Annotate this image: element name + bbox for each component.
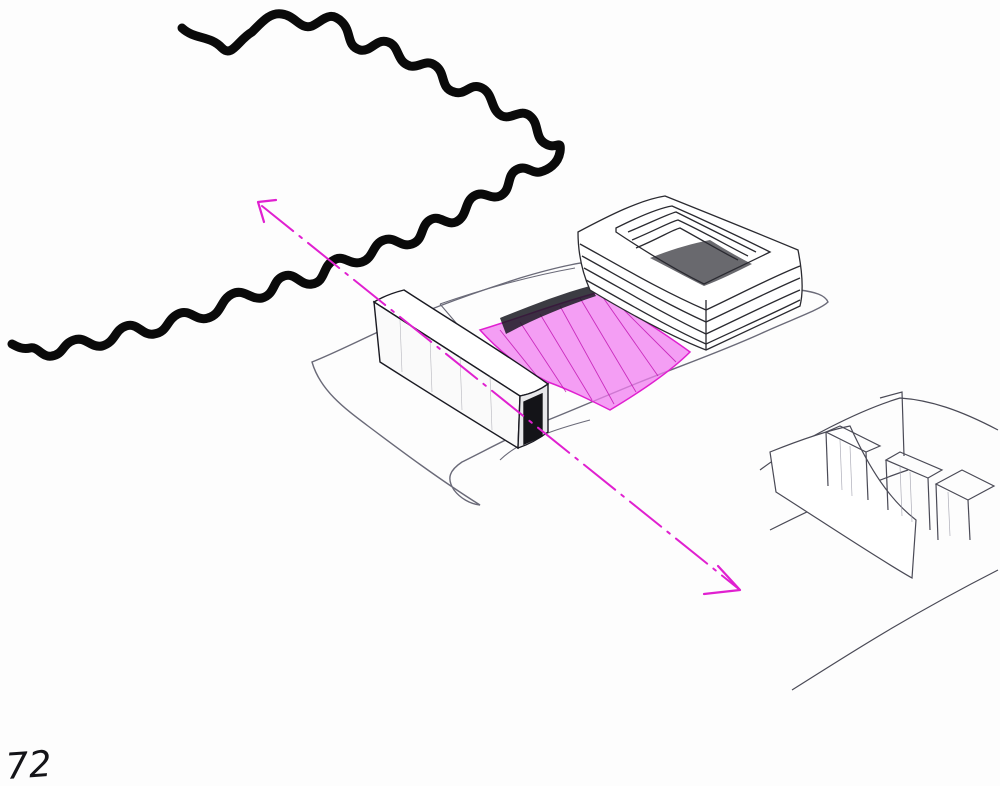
site-plot-outline bbox=[311, 260, 829, 506]
axis-arrow-start bbox=[256, 198, 278, 224]
ring-inner-shadow bbox=[650, 240, 752, 286]
wavy-boundary-line bbox=[7, 9, 565, 361]
axis-arrow-end bbox=[702, 564, 742, 596]
page-number: 72 bbox=[4, 744, 53, 786]
bar-building bbox=[372, 289, 550, 450]
secondary-building-cluster bbox=[759, 391, 999, 691]
cluster-hatching bbox=[839, 439, 951, 537]
courtyard-hatching bbox=[499, 295, 677, 405]
axis-line bbox=[261, 205, 741, 591]
courtyard-shadow bbox=[500, 286, 596, 334]
